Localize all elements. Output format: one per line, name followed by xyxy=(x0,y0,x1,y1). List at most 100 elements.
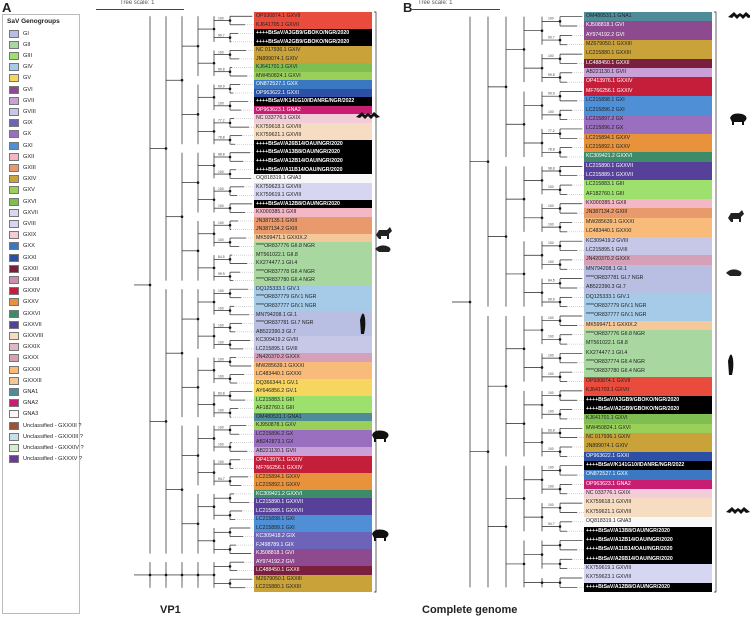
tip-label: LC215898.1 GXI xyxy=(254,515,372,525)
panel-b-letter: B xyxy=(403,0,413,15)
tip-label: OP963623.1 GNA2 xyxy=(584,479,712,490)
legend-item: GXVII xyxy=(9,208,38,217)
bootstrap-label: 99.8 xyxy=(548,73,555,77)
tip-label: ****OR837777 GIV.1 NGR xyxy=(584,311,712,321)
legend-item: GXXVI xyxy=(9,309,40,318)
panel-a-tree-scale: Tree scale: 1 xyxy=(120,0,155,6)
legend-label: GXXX xyxy=(23,355,39,362)
tip-label: ++++BtSaV/A3GB9/GBOKO/NGR/2020 xyxy=(584,395,712,406)
legend-swatch xyxy=(9,399,19,408)
legend-item: GXXII xyxy=(9,264,38,273)
legend-swatch xyxy=(9,455,19,464)
bootstrap-label: 100 xyxy=(218,443,224,447)
legend-item: GXXV xyxy=(9,298,39,307)
legend-item: GXXVIII xyxy=(9,331,43,340)
legend-label: Unclassified - GXXXV ? xyxy=(23,456,83,463)
tip-label: JN387135.1 GXIII xyxy=(254,216,372,226)
tip-label: LC215880.1 GXXIII xyxy=(584,49,712,60)
tip-label: LC483440.1 GXXXI xyxy=(254,370,372,380)
legend-item: GIII xyxy=(9,51,32,60)
legend-item: GNA3 xyxy=(9,410,38,419)
tip-label: LC215896.2 GX xyxy=(254,429,372,439)
tip-label: AB221130.1 GVII xyxy=(584,68,712,78)
bootstrap-label: 100 xyxy=(218,340,224,344)
tip-label: ****OR837781 GI.7 NGR xyxy=(584,273,712,284)
legend-swatch xyxy=(9,331,19,340)
bootstrap-label: 100 xyxy=(548,484,554,488)
tip-label: KJ641705.1 GXVII xyxy=(254,20,372,30)
legend-item: GXIX xyxy=(9,231,36,240)
tip-label: OP963623.1 GNA2 xyxy=(254,105,372,115)
legend-title: SaV Genogroups xyxy=(7,18,60,25)
tip-label: LC215895.1 GVIII xyxy=(584,245,712,256)
legend-label: GX xyxy=(23,131,32,138)
tip-label: NC 033776.1 GXIX xyxy=(254,114,372,124)
panel-a-letter: A xyxy=(2,0,12,15)
tip-label: KX759619.1 GXVIII xyxy=(254,191,372,200)
tip-label: OP930874.1 GXVII xyxy=(584,376,712,387)
tip-label: OP930874.1 GXVII xyxy=(254,12,372,21)
legend-swatch xyxy=(9,242,19,251)
legend-label: GXXXII xyxy=(23,377,42,384)
legend-label: GXXIII xyxy=(23,276,40,283)
tip-label: AF182760.1 GIII xyxy=(584,189,712,200)
tip-label: ++++BtSaV/K141G10/IDANRE/NGR/2022 xyxy=(254,97,372,107)
tip-label: ++++BtSaV/A26B14/OAU/NGR/2020 xyxy=(254,139,372,149)
legend-item: GVII xyxy=(9,96,34,105)
legend-swatch xyxy=(9,96,19,105)
tip-label: KJ641701.1 GXVI xyxy=(584,414,712,424)
panel-a-scale-bar xyxy=(96,9,184,10)
tip-label: MW450824.1 GXVI xyxy=(254,71,372,81)
legend-label: GNA1 xyxy=(23,388,39,395)
tip-label: KX759621.1 GXVIII xyxy=(584,507,712,518)
bootstrap-label: 100 xyxy=(218,221,224,225)
tip-label: ON872527.1 GXX xyxy=(584,470,712,481)
tip-label: ++++BtSaV/A11B14/OAU/NGR/2020 xyxy=(254,165,372,175)
bootstrap-label: 100 xyxy=(218,409,224,413)
bootstrap-label: 100 xyxy=(218,238,224,242)
legend-label: GIII xyxy=(23,52,33,59)
tip-label: OP963622.1 GXXI xyxy=(584,451,712,462)
tip-label: KX759623.1 GXVIII xyxy=(584,573,712,583)
legend-label: Unclassified - GXXXIII ? xyxy=(23,433,83,440)
legend-label: GVIII xyxy=(23,108,36,115)
legend-item: GXXX xyxy=(9,354,39,363)
legend-label: GXXVIII xyxy=(23,332,44,339)
bootstrap-label: 100 xyxy=(548,335,554,339)
tip-label: LC215889.1 GXXVII xyxy=(584,171,712,181)
legend-label: GVIII xyxy=(23,220,36,227)
tip-label: JN420370.2 GXXX xyxy=(254,353,372,362)
legend-label: GXXXI xyxy=(23,366,41,373)
bootstrap-label: 99.7 xyxy=(548,35,555,39)
legend-swatch xyxy=(9,275,19,284)
tip-label: ****OR837776 GII.8 NGR xyxy=(584,330,712,340)
bootstrap-label: 100 xyxy=(548,54,554,58)
tip-label: LC215880.1 GXXIII xyxy=(254,583,372,593)
legend-label: GXII xyxy=(23,153,35,160)
legend-swatch xyxy=(9,40,19,49)
legend-item: GXVI xyxy=(9,197,36,206)
tip-label: OP413976.1 GXXIV xyxy=(254,455,372,465)
panel-a-title: VP1 xyxy=(160,604,181,616)
tip-label: JN420370.2 GXXX xyxy=(584,255,712,265)
tip-label: JN899074.1 GXIV xyxy=(584,442,712,452)
tip-label: KJ641703.1 GXVII xyxy=(584,386,712,396)
tip-label: LC215883.1 GIII xyxy=(584,180,712,191)
legend-label: GIV xyxy=(23,64,33,71)
tip-label: LC215890.1 GXXVII xyxy=(254,498,372,507)
legend-item: GXII xyxy=(9,152,34,161)
bootstrap-label: 100 xyxy=(548,260,554,264)
legend-swatch xyxy=(9,208,19,217)
tip-label: LC215894.1 GXXV xyxy=(254,472,372,482)
legend-swatch xyxy=(9,152,19,161)
legend-label: GXXV xyxy=(23,299,39,306)
tip-label: ++++BtSaV/A12B14/OAU/NGR/2020 xyxy=(254,157,372,166)
legend-item: Unclassified - GXXXIII ? xyxy=(9,432,83,441)
legend-swatch xyxy=(9,29,19,38)
tip-label: ON872527.1 GXX xyxy=(254,80,372,90)
bootstrap-label: 100 xyxy=(548,17,554,21)
legend-label: GXVII xyxy=(23,209,38,216)
legend-label: GV xyxy=(23,75,32,82)
legend-swatch xyxy=(9,343,19,352)
